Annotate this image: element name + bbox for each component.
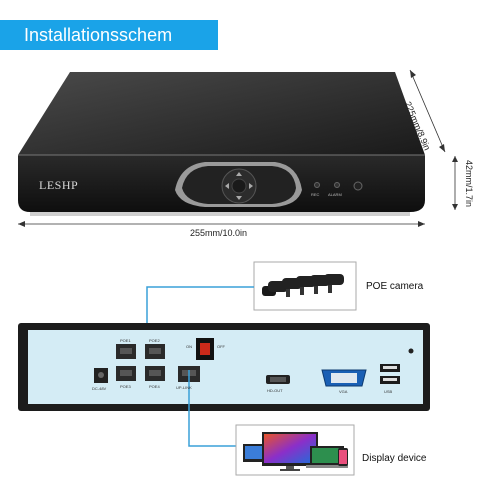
switch-off-label: OFF xyxy=(217,344,225,349)
poe3-label: POE3 xyxy=(120,384,131,389)
ground-screw xyxy=(408,348,414,354)
rec-led xyxy=(314,182,320,188)
uplink-label: UP-LINK xyxy=(176,385,192,390)
dc-power-label: DC-48V xyxy=(92,386,107,391)
display-connector xyxy=(188,370,236,447)
display-device-label: Display device xyxy=(362,453,427,464)
depth-dimension-line xyxy=(409,69,446,153)
rec-led-label: REC xyxy=(311,192,320,197)
power-led xyxy=(353,181,363,191)
hdmi-label: HD-OUT xyxy=(267,388,283,393)
switch-on-label: ON xyxy=(186,344,192,349)
poe-camera-label: POE camera xyxy=(366,281,424,292)
nvr-rear-panel xyxy=(28,330,423,404)
camera-group xyxy=(262,274,344,297)
height-dimension-label: 42mm/1.7in xyxy=(464,160,474,208)
poe4-label: POE4 xyxy=(149,384,160,389)
nvr-top-surface xyxy=(18,72,425,155)
alarm-led xyxy=(334,182,340,188)
poe1-label: POE1 xyxy=(120,338,131,343)
vga-label: VGA xyxy=(339,389,348,394)
width-dimension-label: 255mm/10.0in xyxy=(190,228,248,238)
brand-logo: LESHP xyxy=(39,178,79,192)
poe2-label: POE2 xyxy=(149,338,160,343)
display-devices xyxy=(243,432,348,471)
usb-label: USB xyxy=(384,389,393,394)
page-title-banner: Installationsschem xyxy=(0,20,218,50)
alarm-led-label: ALARM xyxy=(328,192,342,197)
page-title: Installationsschem xyxy=(24,25,173,45)
